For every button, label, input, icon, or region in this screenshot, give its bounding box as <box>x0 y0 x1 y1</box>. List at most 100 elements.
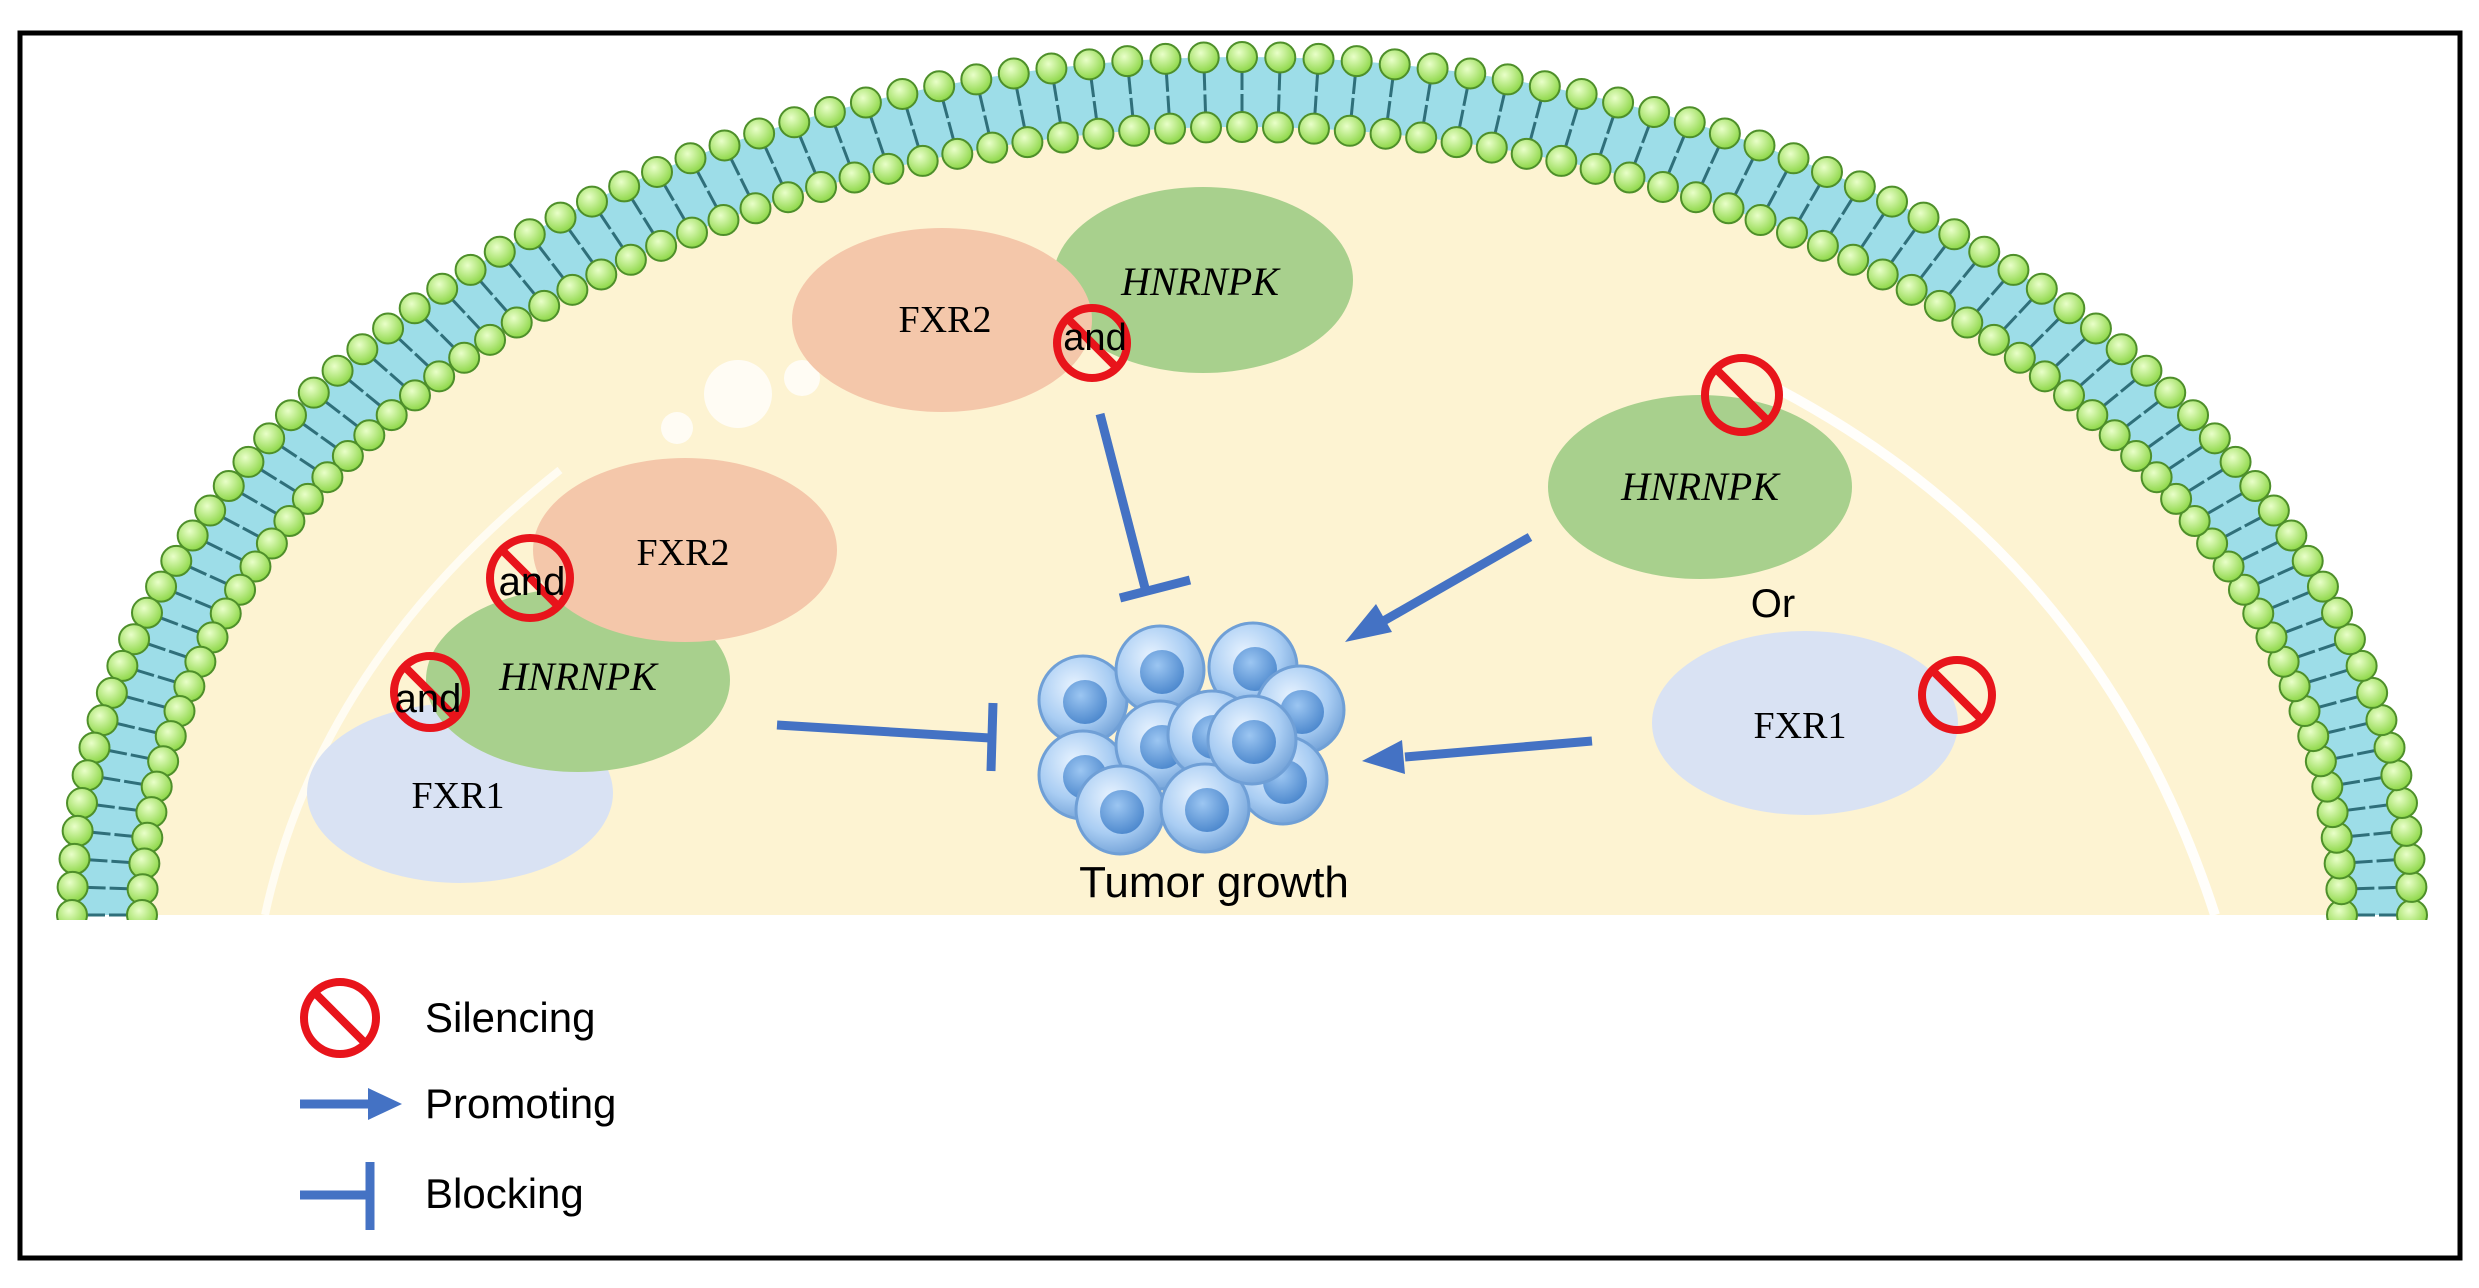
lipid-tail <box>95 803 115 809</box>
lipid-tail <box>1872 212 1886 230</box>
lipid-head <box>1340 45 1373 78</box>
lipid-head <box>2160 482 2193 515</box>
lipid-tail <box>2277 565 2296 576</box>
lipid-tail <box>2340 779 2361 786</box>
lipid-tail <box>389 372 406 388</box>
lipid-head <box>2130 354 2163 387</box>
lipid-tail <box>2146 435 2164 450</box>
lipid-tail <box>598 212 612 230</box>
lipid-tail <box>1462 86 1469 107</box>
lipid-head <box>1190 111 1223 144</box>
lipid-tail <box>2329 668 2349 677</box>
lipid-tail <box>2369 803 2389 809</box>
lipid-head <box>813 95 846 128</box>
lipid-head <box>1712 192 1745 225</box>
lipid-head <box>398 379 431 412</box>
lipid-head <box>708 129 741 162</box>
lipid-tail <box>423 317 440 333</box>
lipid-tail <box>86 885 106 890</box>
lipid-head <box>1565 77 1598 110</box>
lipid-tail <box>1797 203 1810 222</box>
lipid-head <box>585 258 618 291</box>
lipid-tail <box>1498 92 1506 112</box>
lipid-tail <box>2348 721 2369 730</box>
lipid-tail <box>2240 550 2259 562</box>
lipid-tail <box>1709 145 1721 165</box>
lipid-head <box>1226 41 1258 73</box>
lipid-head <box>474 323 507 356</box>
lipid-head <box>1997 253 2030 286</box>
lipid-tail <box>2206 468 2225 481</box>
legend-silencing-label: Silencing <box>425 994 595 1041</box>
lipid-head <box>1118 114 1151 147</box>
lipid-head <box>2028 360 2061 393</box>
lipid-tail <box>2206 503 2224 516</box>
lipid-head <box>2385 787 2418 820</box>
lipid-tail <box>2296 649 2316 659</box>
lipid-head <box>56 870 89 903</box>
lipid-tail <box>2225 491 2244 504</box>
silencing-icon-left-upper <box>486 534 574 622</box>
lipid-head <box>1708 117 1741 150</box>
lipid-tail <box>2317 701 2337 709</box>
lipid-head <box>1264 41 1297 74</box>
lipid-tail <box>773 166 784 186</box>
lipid-head <box>1261 111 1294 144</box>
lipid-tail <box>567 228 581 246</box>
lipid-head <box>232 445 265 478</box>
lipid-head <box>398 292 431 325</box>
lipid-tail <box>301 422 319 436</box>
lipid-head <box>1646 170 1679 203</box>
lipid-tail <box>1015 86 1022 107</box>
lipid-head <box>1744 204 1777 237</box>
lipid-head <box>311 461 344 494</box>
lipid-head <box>426 272 459 305</box>
lipid-tail <box>1975 296 1991 314</box>
lipid-tail <box>123 779 144 786</box>
lipid-tail <box>1534 99 1543 119</box>
silencing-icon-fxr1-right <box>1918 656 1996 734</box>
lipid-tail <box>114 833 134 838</box>
lipid-tail <box>1733 178 1745 197</box>
lipid-tail <box>146 642 166 652</box>
lipid-tail <box>978 92 986 112</box>
lipid-tail <box>674 203 687 222</box>
lipid-head <box>1510 137 1543 170</box>
lipid-tail <box>1457 109 1465 129</box>
lipid-head <box>1968 235 2001 268</box>
lipid-tail <box>1129 97 1135 118</box>
lipid-head <box>838 161 871 194</box>
legend-blocking-label: Blocking <box>425 1170 584 1217</box>
lipid-tail <box>1089 78 1096 98</box>
lipid-head <box>500 306 533 339</box>
silencing-icon-hnrnpk-right <box>1701 354 1783 436</box>
lipid-tail <box>1425 82 1432 102</box>
lipid-head <box>78 731 111 764</box>
lipid-tail <box>168 649 188 659</box>
lipid-tail <box>833 124 843 144</box>
tumor-growth-label: Tumor growth <box>1079 858 1349 907</box>
lipid-head <box>707 204 740 237</box>
lipid-tail <box>551 262 566 280</box>
fxr1-label-right: FXR1 <box>1754 705 1847 747</box>
lipid-head <box>743 117 776 150</box>
lipid-tail <box>2124 414 2142 428</box>
lipid-head <box>95 676 128 709</box>
lipid-head <box>575 185 608 218</box>
lipid-head <box>614 243 647 276</box>
lipid-head <box>145 570 178 603</box>
and-label-left-lower: and <box>395 677 462 721</box>
lipid-tail <box>91 830 111 836</box>
lipid-head <box>194 494 227 527</box>
lipid-tail <box>1276 94 1281 114</box>
lipid-head <box>2120 440 2153 473</box>
lipid-head <box>2365 704 2398 737</box>
lipid-head <box>346 333 379 366</box>
lipid-tail <box>135 668 155 677</box>
lipid-head <box>1579 152 1612 185</box>
lipid-tail <box>2244 515 2263 528</box>
lipid-head <box>906 144 939 177</box>
lipid-tail <box>904 106 914 126</box>
lipid-head <box>1907 201 1940 234</box>
lipid-head <box>2003 341 2036 374</box>
